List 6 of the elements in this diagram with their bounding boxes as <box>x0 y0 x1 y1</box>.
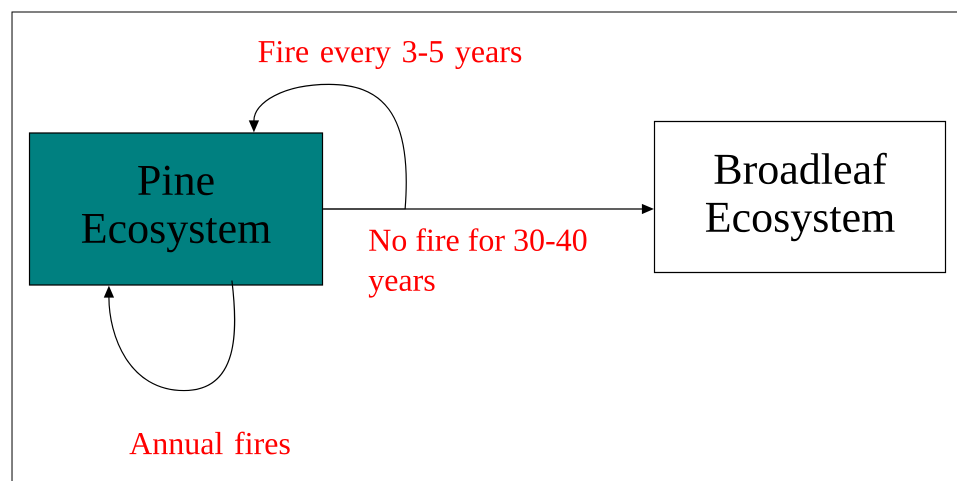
ecosystem-box: Pine Ecosystem <box>28 132 324 286</box>
edge-label: Annual fires <box>129 432 290 454</box>
edge-label: No fire for 30-40 years <box>368 228 586 298</box>
arrow <box>104 280 236 392</box>
edge-label: Fire every 3-5 years <box>258 40 522 70</box>
ecosystem-box: Broadleaf Ecosystem <box>654 120 946 274</box>
